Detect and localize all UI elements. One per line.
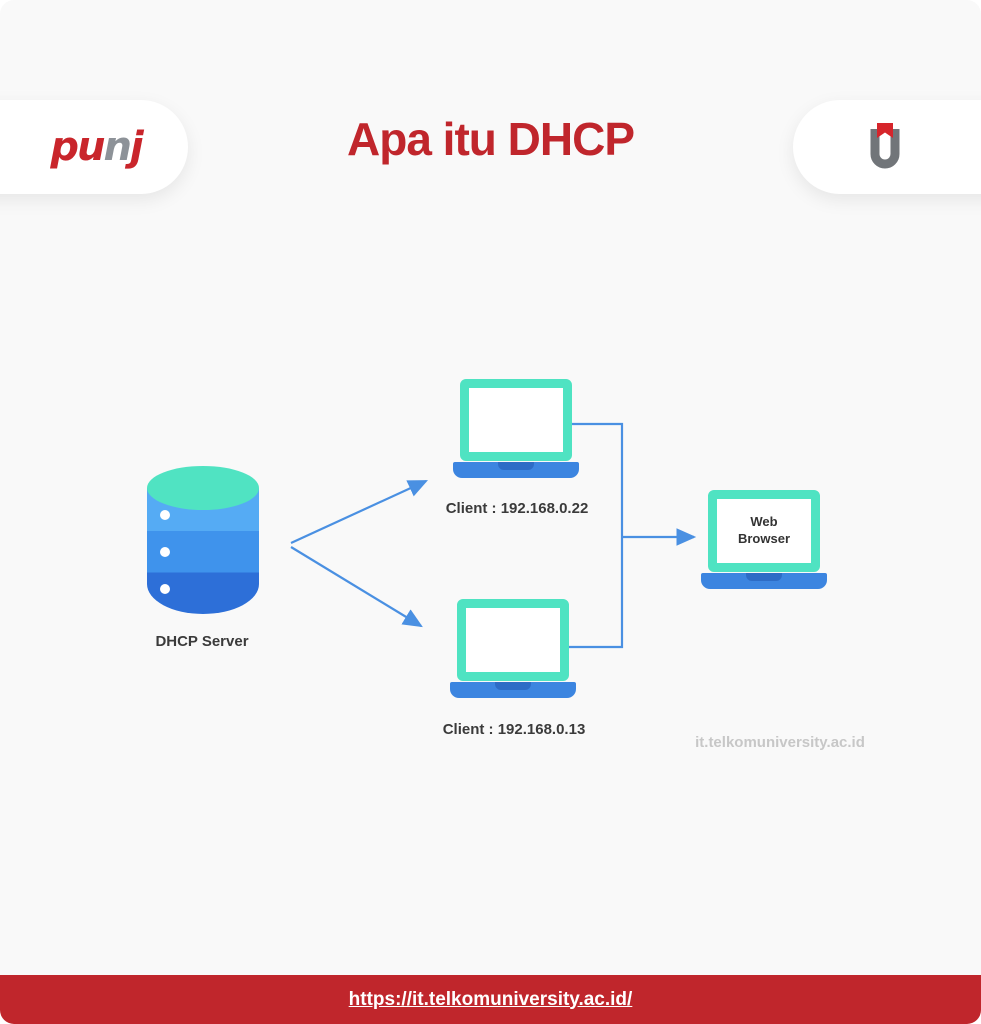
telkom-university-logo-icon <box>863 121 907 174</box>
laptop-screen: Web Browser <box>708 490 820 572</box>
footer-bar: https://it.telkomuniversity.ac.id/ <box>0 975 981 1024</box>
web-browser-label: Web Browser <box>737 514 791 546</box>
web-browser-laptop-icon: Web Browser <box>701 490 827 589</box>
puti-logo: punj <box>50 124 144 170</box>
header-card-right <box>793 100 981 194</box>
laptop-screen <box>457 599 569 681</box>
dhcp-server-label: DHCP Server <box>155 633 249 650</box>
header-card-left: punj <box>0 100 188 194</box>
footer-url-link[interactable]: https://it.telkomuniversity.ac.id/ <box>348 988 633 1010</box>
laptop-notch <box>746 573 782 581</box>
server-dot <box>160 584 170 594</box>
page-title: Apa itu DHCP <box>347 113 635 165</box>
puti-logo-part1: pu <box>50 124 105 170</box>
laptop-base <box>453 462 579 478</box>
server-dot <box>160 510 170 520</box>
laptop-notch <box>498 462 534 470</box>
client-2-label: Client : 192.168.0.13 <box>442 721 586 738</box>
puti-logo-part2: n <box>103 124 132 170</box>
puti-logo-part3: j <box>129 124 144 170</box>
laptop-notch <box>495 682 531 690</box>
watermark-text: it.telkomuniversity.ac.id <box>695 734 865 751</box>
client-laptop-2-icon <box>450 599 576 698</box>
laptop-screen <box>460 379 572 461</box>
laptop-base <box>450 682 576 698</box>
dhcp-server-icon <box>147 466 259 618</box>
server-dot <box>160 547 170 557</box>
laptop-base <box>701 573 827 589</box>
server-cap <box>147 466 259 510</box>
client-laptop-1-icon <box>453 379 579 478</box>
client-1-label: Client : 192.168.0.22 <box>445 500 589 517</box>
